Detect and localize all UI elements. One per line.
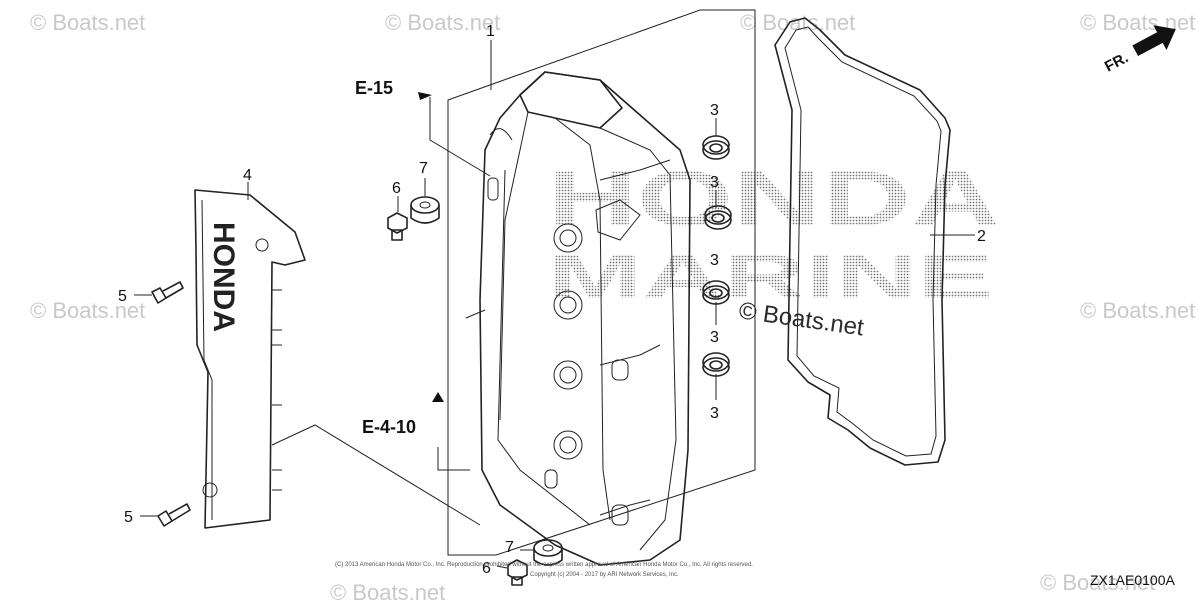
watermark-text: © Boats.net: [330, 580, 445, 600]
callout-labels: 1 2 3 3 3 3 3 4 5 5 6 6 7 7: [118, 23, 986, 577]
callout-3: 3: [710, 174, 719, 191]
watermark-layer: © Boats.net © Boats.net © Boats.net © Bo…: [30, 10, 1195, 600]
cover-gasket: [774, 17, 951, 466]
watermark-text: © Boats.net: [1080, 10, 1195, 35]
brand-overlay-line2: MARINE: [548, 243, 993, 312]
callout-3: 3: [710, 405, 719, 422]
callout-1: 1: [486, 23, 495, 40]
watermark-text: © Boats.net: [385, 10, 500, 35]
callout-6: 6: [482, 560, 491, 577]
arrow-up-icon: [432, 392, 444, 402]
grommet-upper: [410, 196, 440, 224]
callout-3: 3: [710, 102, 719, 119]
engine-cover-plate: HONDA: [194, 189, 306, 529]
watermark-text: © Boats.net: [30, 298, 145, 323]
bolt-lower: [157, 503, 191, 527]
callout-3: 3: [710, 252, 719, 269]
brand-overlay-line1: HONDA: [548, 154, 1000, 242]
callout-5: 5: [124, 509, 133, 526]
leader-lines: [134, 40, 975, 569]
callout-7: 7: [505, 539, 514, 556]
section-ref-e4-10: E-4-10: [362, 417, 416, 437]
assembly-frame: [447, 9, 756, 556]
callout-6: 6: [392, 180, 401, 197]
watermark-text: © Boats.net: [1080, 298, 1195, 323]
watermark-text: © Boats.net: [740, 10, 855, 35]
brand-overlay: HONDA MARINE: [548, 154, 1000, 312]
bolt-upper: [151, 281, 184, 304]
mount-bolt-upper: [387, 212, 408, 241]
copyright-line-1: (C) 2013 American Honda Motor Co., Inc. …: [335, 562, 753, 568]
callout-2: 2: [977, 228, 986, 245]
diagram-code: ZX1AE0100A: [1090, 572, 1175, 588]
callout-3: 3: [710, 329, 719, 346]
front-direction-label: FR.: [1102, 49, 1131, 75]
cover-gasket-inner: [784, 26, 942, 457]
cover-logo-text: HONDA: [207, 222, 240, 332]
arrow-right-icon: [418, 92, 432, 100]
spark-plug-seals: [702, 135, 732, 377]
callout-4: 4: [243, 167, 252, 184]
cylinder-head-cover: [479, 71, 691, 566]
watermark-text: © Boats.net: [30, 10, 145, 35]
copyright-line-2: Copyright (c) 2004 - 2017 by ARI Network…: [530, 572, 679, 578]
section-ref-e15: E-15: [355, 78, 393, 98]
callout-7: 7: [419, 160, 428, 177]
grommet-lower: [533, 539, 563, 566]
mount-bolt-lower: [507, 559, 528, 586]
watermark-text: © Boats.net: [1040, 570, 1155, 595]
arrow-right-icon: [1132, 25, 1176, 57]
callout-5: 5: [118, 288, 127, 305]
